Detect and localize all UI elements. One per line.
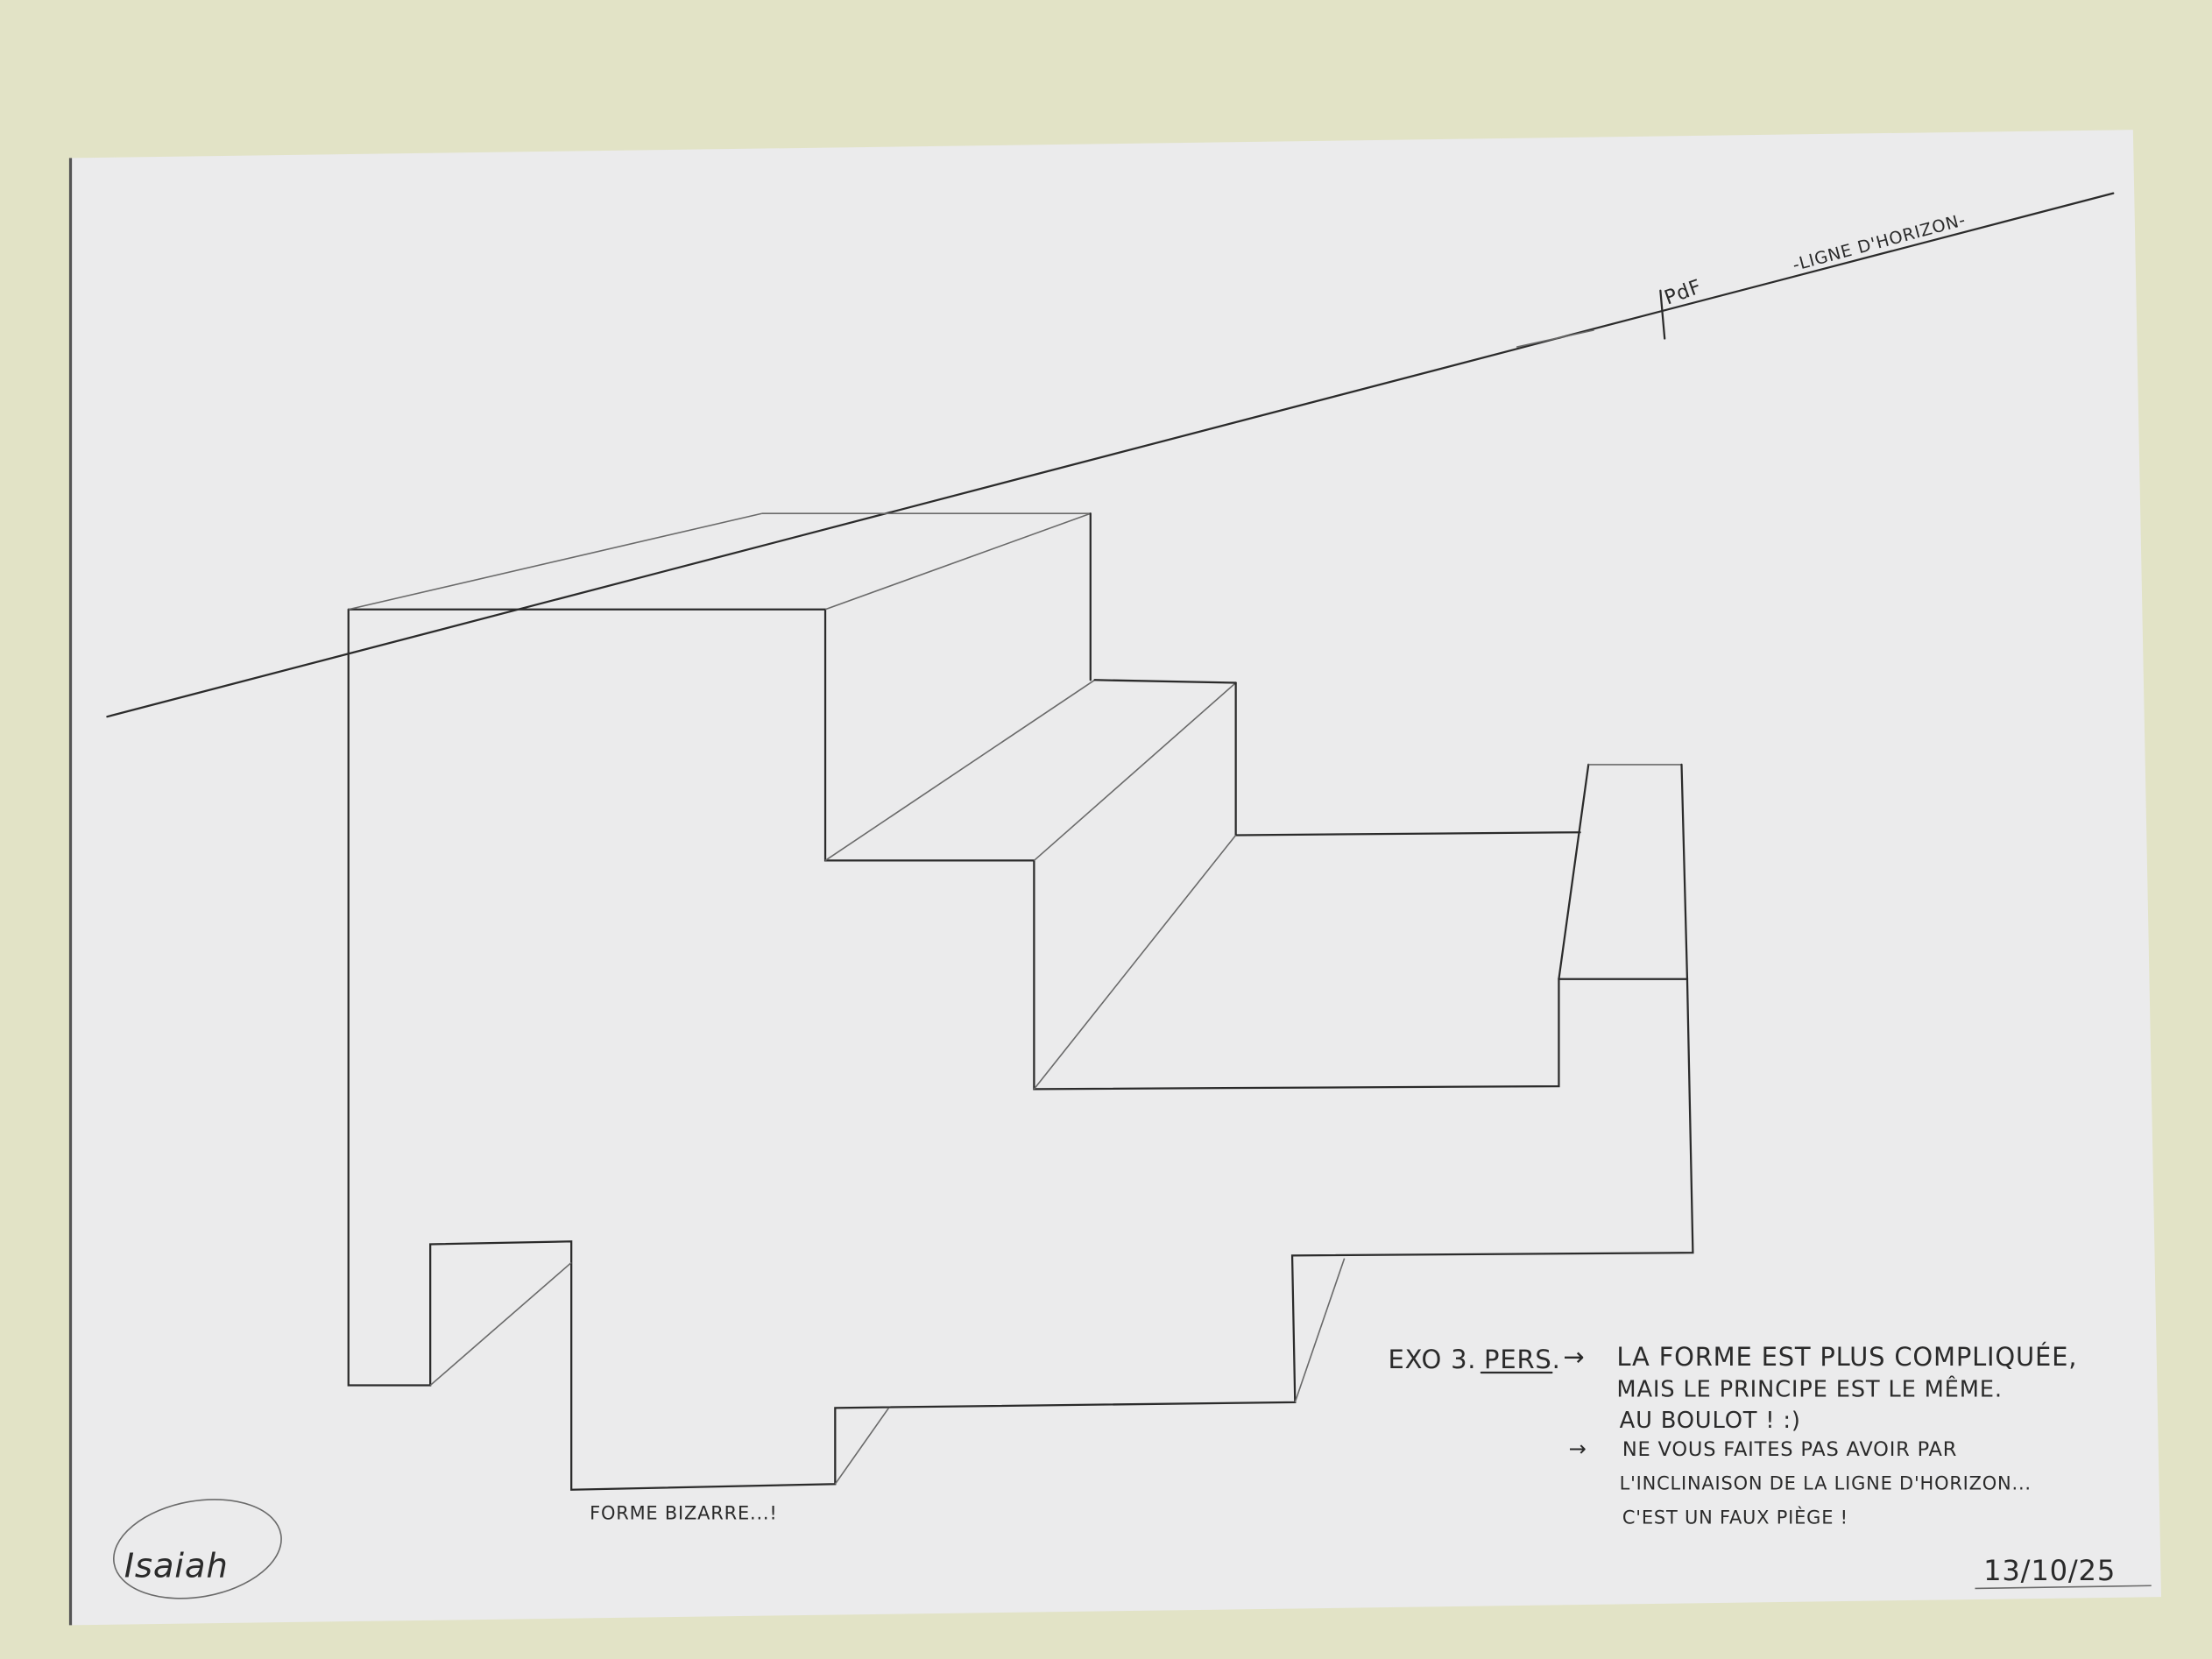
signature: Isaiah [113,1499,282,1599]
note-line: MAIS LE PRINCIPE EST LE MÊME. [1616,1374,2002,1402]
instructions-note: EXO 3. PERS. → LA FORME EST PLUS COMPLIQ… [1389,1342,2077,1528]
signature-text: Isaiah [124,1547,229,1586]
arrow-icon: → [1563,1342,1585,1372]
note-line: AU BOULOT ! :) [1620,1408,1801,1434]
vanishing-point-tick [1659,289,1666,340]
arrow-icon: → [1569,1437,1587,1461]
perspective-shape [347,512,1694,1491]
note-line: LA FORME EST PLUS COMPLIQUÉE, [1616,1342,2077,1372]
exercise-title: EXO 3. [1389,1345,1477,1374]
exercise-subject: PERS. [1484,1345,1561,1374]
date: 13/10/25 [1983,1554,2116,1587]
paper-sheet [70,130,2162,1626]
note-line: L'INCLINAISON DE LA LIGNE D'HORIZON... [1620,1473,2032,1494]
note-line: C'EST UN FAUX PIÈGE ! [1622,1506,1848,1528]
horizon-line [106,192,2115,718]
shape-caption: FORME BIZARRE...! [590,1503,777,1524]
note-line: NE VOUS FAITES PAS AVOIR PAR [1622,1438,1957,1461]
